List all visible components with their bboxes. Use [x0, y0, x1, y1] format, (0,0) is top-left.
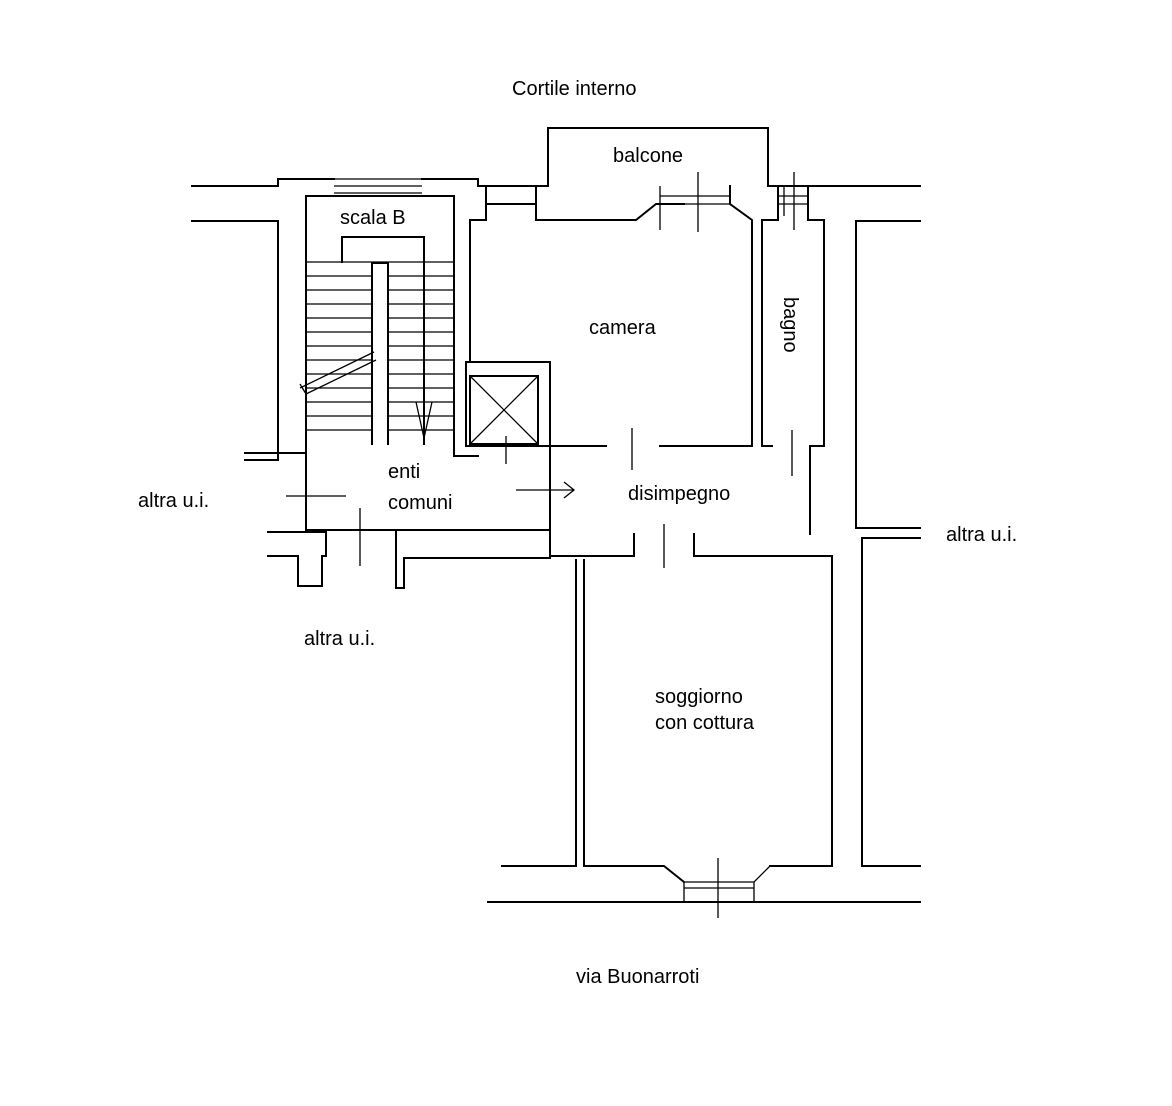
hallway-label: disimpegno — [628, 483, 730, 505]
stair-b — [299, 195, 479, 457]
bathroom-walls — [761, 172, 921, 539]
common-areas-label-2: comuni — [388, 492, 452, 514]
balcony-label: balcone — [613, 145, 683, 167]
street-exterior-wall — [487, 858, 921, 918]
bathroom-label: bagno — [779, 297, 801, 353]
courtyard-exterior-wall — [191, 178, 921, 461]
entry-arrow — [516, 481, 576, 499]
bedroom-label: camera — [589, 317, 657, 339]
living-room-walls — [501, 524, 921, 884]
stair-window — [334, 178, 422, 194]
stair-label: scala B — [340, 207, 406, 229]
other-unit-right-label: altra u.i. — [946, 524, 1017, 546]
balcony — [547, 127, 769, 187]
courtyard-label: Cortile interno — [512, 78, 637, 100]
living-room-label-2: con cottura — [655, 712, 755, 734]
other-unit-left-label: altra u.i. — [138, 490, 209, 512]
common-areas-label-1: enti — [388, 461, 420, 483]
living-room-label-1: soggiorno — [655, 686, 743, 708]
street-label: via Buonarroti — [576, 966, 699, 988]
lift-shaft — [465, 361, 551, 464]
common-area-walls — [267, 185, 685, 589]
bedroom-walls — [549, 172, 753, 557]
other-unit-bottom-label: altra u.i. — [304, 628, 375, 650]
